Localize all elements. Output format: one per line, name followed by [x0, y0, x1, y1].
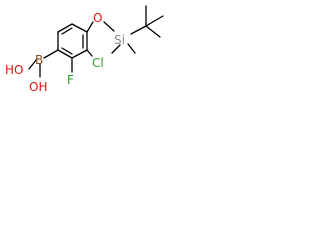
- ring-bond-c2-c3: [71, 23, 88, 33]
- bond-ring-boron: [43, 49, 59, 59]
- bond-ring-chlorine: [86, 49, 93, 57]
- bond-tbutyl-methyl-down: [145, 25, 161, 38]
- ring-bond-c1-c2: [57, 23, 73, 33]
- ring-double-bond-1: [61, 27, 73, 35]
- bond-silicon-methyl-left: [111, 44, 121, 54]
- bond-tbutyl-methyl-right: [145, 15, 164, 27]
- bond-boron-oh-top: [28, 58, 38, 70]
- atom-label-boron: B: [35, 53, 43, 67]
- ring-bond-c5-c6: [57, 49, 73, 59]
- ring-double-bond-3: [61, 47, 73, 55]
- bond-silicon-tbutyl: [130, 25, 147, 35]
- atom-label-fluorine: F: [67, 73, 74, 87]
- benzene-ring: [57, 23, 88, 59]
- atom-label-silicon: Si: [114, 33, 125, 47]
- atom-label-oxygen: O: [93, 11, 102, 25]
- bond-oxygen-silicon: [103, 21, 115, 32]
- atom-label-hydroxyl-top: HO: [5, 63, 23, 77]
- atom-label-chlorine: Cl: [92, 56, 104, 70]
- ring-bond-c4-c5: [71, 49, 88, 59]
- structure-canvas: HO B OH F Cl O Si: [0, 0, 191, 103]
- bond-silicon-methyl-down: [127, 43, 136, 54]
- atom-label-hydroxyl-bottom: OH: [29, 80, 47, 94]
- molecule-diagram: HO B OH F Cl O Si: [5, 5, 164, 94]
- bond-ring-oxygen: [86, 21, 94, 33]
